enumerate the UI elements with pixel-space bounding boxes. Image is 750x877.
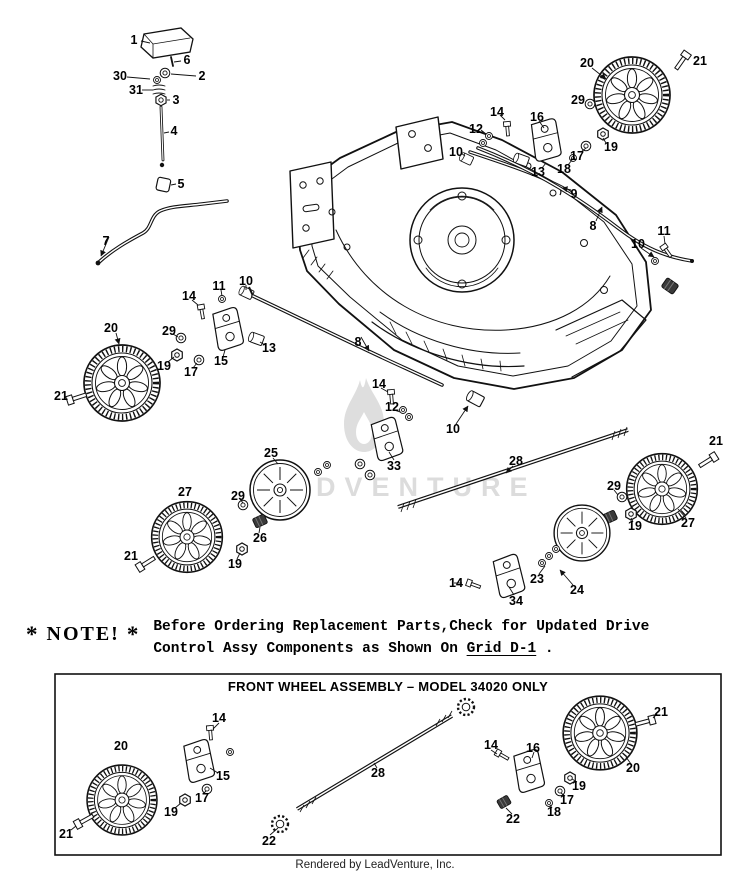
note-line-2: Control Assy Components as Shown On Grid… (153, 639, 649, 661)
inset-front-wheel-assembly (54, 673, 722, 856)
note-line-2-period: . (536, 640, 554, 657)
note-line-1: Before Ordering Replacement Parts,Check … (153, 619, 650, 635)
leader-lines (70, 40, 687, 836)
handle-control-assembly (95, 27, 229, 266)
right-control-rod (476, 146, 694, 296)
note-title: NOTE! (46, 623, 120, 645)
ordering-note: * NOTE! * Before Ordering Replacement Pa… (26, 617, 649, 661)
inset-title: FRONT WHEEL ASSEMBLY – MODEL 34020 ONLY (227, 679, 549, 694)
note-asterisk-right: * (126, 622, 141, 647)
note-body: Before Ordering Replacement Parts,Check … (153, 617, 649, 661)
front-axle-rod (397, 426, 629, 513)
left-rear-wheel-assembly (65, 284, 444, 421)
note-line-2-text: Control Assy Components as Shown On (153, 640, 467, 657)
note-heading: * NOTE! * (26, 617, 140, 648)
left-front-wheel-assembly (134, 460, 331, 572)
footer-credit: Rendered by LeadVenture, Inc. (295, 859, 455, 871)
note-asterisk-left: * (26, 622, 40, 647)
grid-d1-reference: Grid D-1 (466, 640, 537, 657)
